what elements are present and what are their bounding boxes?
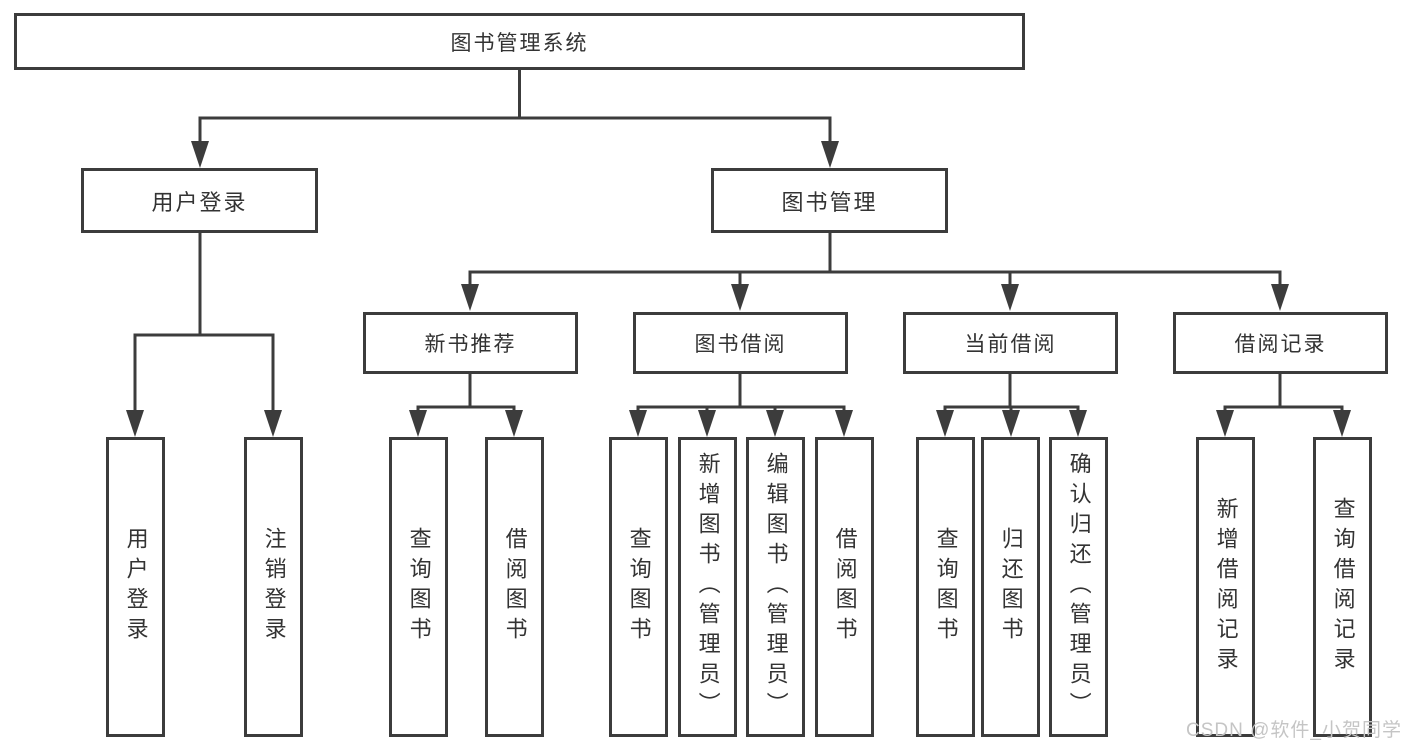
node-borrow-record: 借阅记录 (1173, 312, 1388, 374)
node-book-management: 图书管理 (711, 168, 948, 233)
leaf-edit-book-admin: 编辑图书（管理员） (746, 437, 805, 737)
leaf-query-books-borrow: 查询图书 (609, 437, 668, 737)
leaf-logout-label: 注销登录 (261, 527, 287, 647)
leaf-borrow-books-recommend: 借阅图书 (485, 437, 544, 737)
arrowheads (126, 141, 1351, 437)
leaf-query-books-recommend-label: 查询图书 (406, 527, 432, 647)
leaf-add-book-admin: 新增图书（管理员） (678, 437, 737, 737)
leaf-return-book-label: 归还图书 (998, 527, 1024, 647)
leaf-confirm-return-admin: 确认归还（管理员） (1049, 437, 1108, 737)
node-root: 图书管理系统 (14, 13, 1025, 70)
leaf-query-books-recommend: 查询图书 (389, 437, 448, 737)
leaf-query-books-current-label: 查询图书 (933, 527, 959, 647)
leaf-user-login-label: 用户登录 (123, 527, 149, 647)
leaf-edit-book-admin-label: 编辑图书（管理员） (763, 452, 789, 722)
leaf-user-login: 用户登录 (106, 437, 165, 737)
node-book-borrow: 图书借阅 (633, 312, 848, 374)
leaf-borrow-books: 借阅图书 (815, 437, 874, 737)
leaf-logout: 注销登录 (244, 437, 303, 737)
watermark: CSDN @软件_小贺同学 (1186, 720, 1402, 741)
leaf-query-borrow-record: 查询借阅记录 (1313, 437, 1372, 737)
leaf-borrow-books-recommend-label: 借阅图书 (502, 527, 528, 647)
leaf-borrow-books-label: 借阅图书 (832, 527, 858, 647)
leaf-add-book-admin-label: 新增图书（管理员） (695, 452, 721, 722)
leaf-add-borrow-record: 新增借阅记录 (1196, 437, 1255, 737)
leaf-add-borrow-record-label: 新增借阅记录 (1213, 497, 1239, 677)
leaf-query-books-current: 查询图书 (916, 437, 975, 737)
node-new-book-recommend: 新书推荐 (363, 312, 578, 374)
leaf-confirm-return-admin-label: 确认归还（管理员） (1066, 452, 1092, 722)
node-current-borrow: 当前借阅 (903, 312, 1118, 374)
node-user-login: 用户登录 (81, 168, 318, 233)
leaf-return-book: 归还图书 (981, 437, 1040, 737)
leaf-query-books-borrow-label: 查询图书 (626, 527, 652, 647)
leaf-query-borrow-record-label: 查询借阅记录 (1330, 497, 1356, 677)
